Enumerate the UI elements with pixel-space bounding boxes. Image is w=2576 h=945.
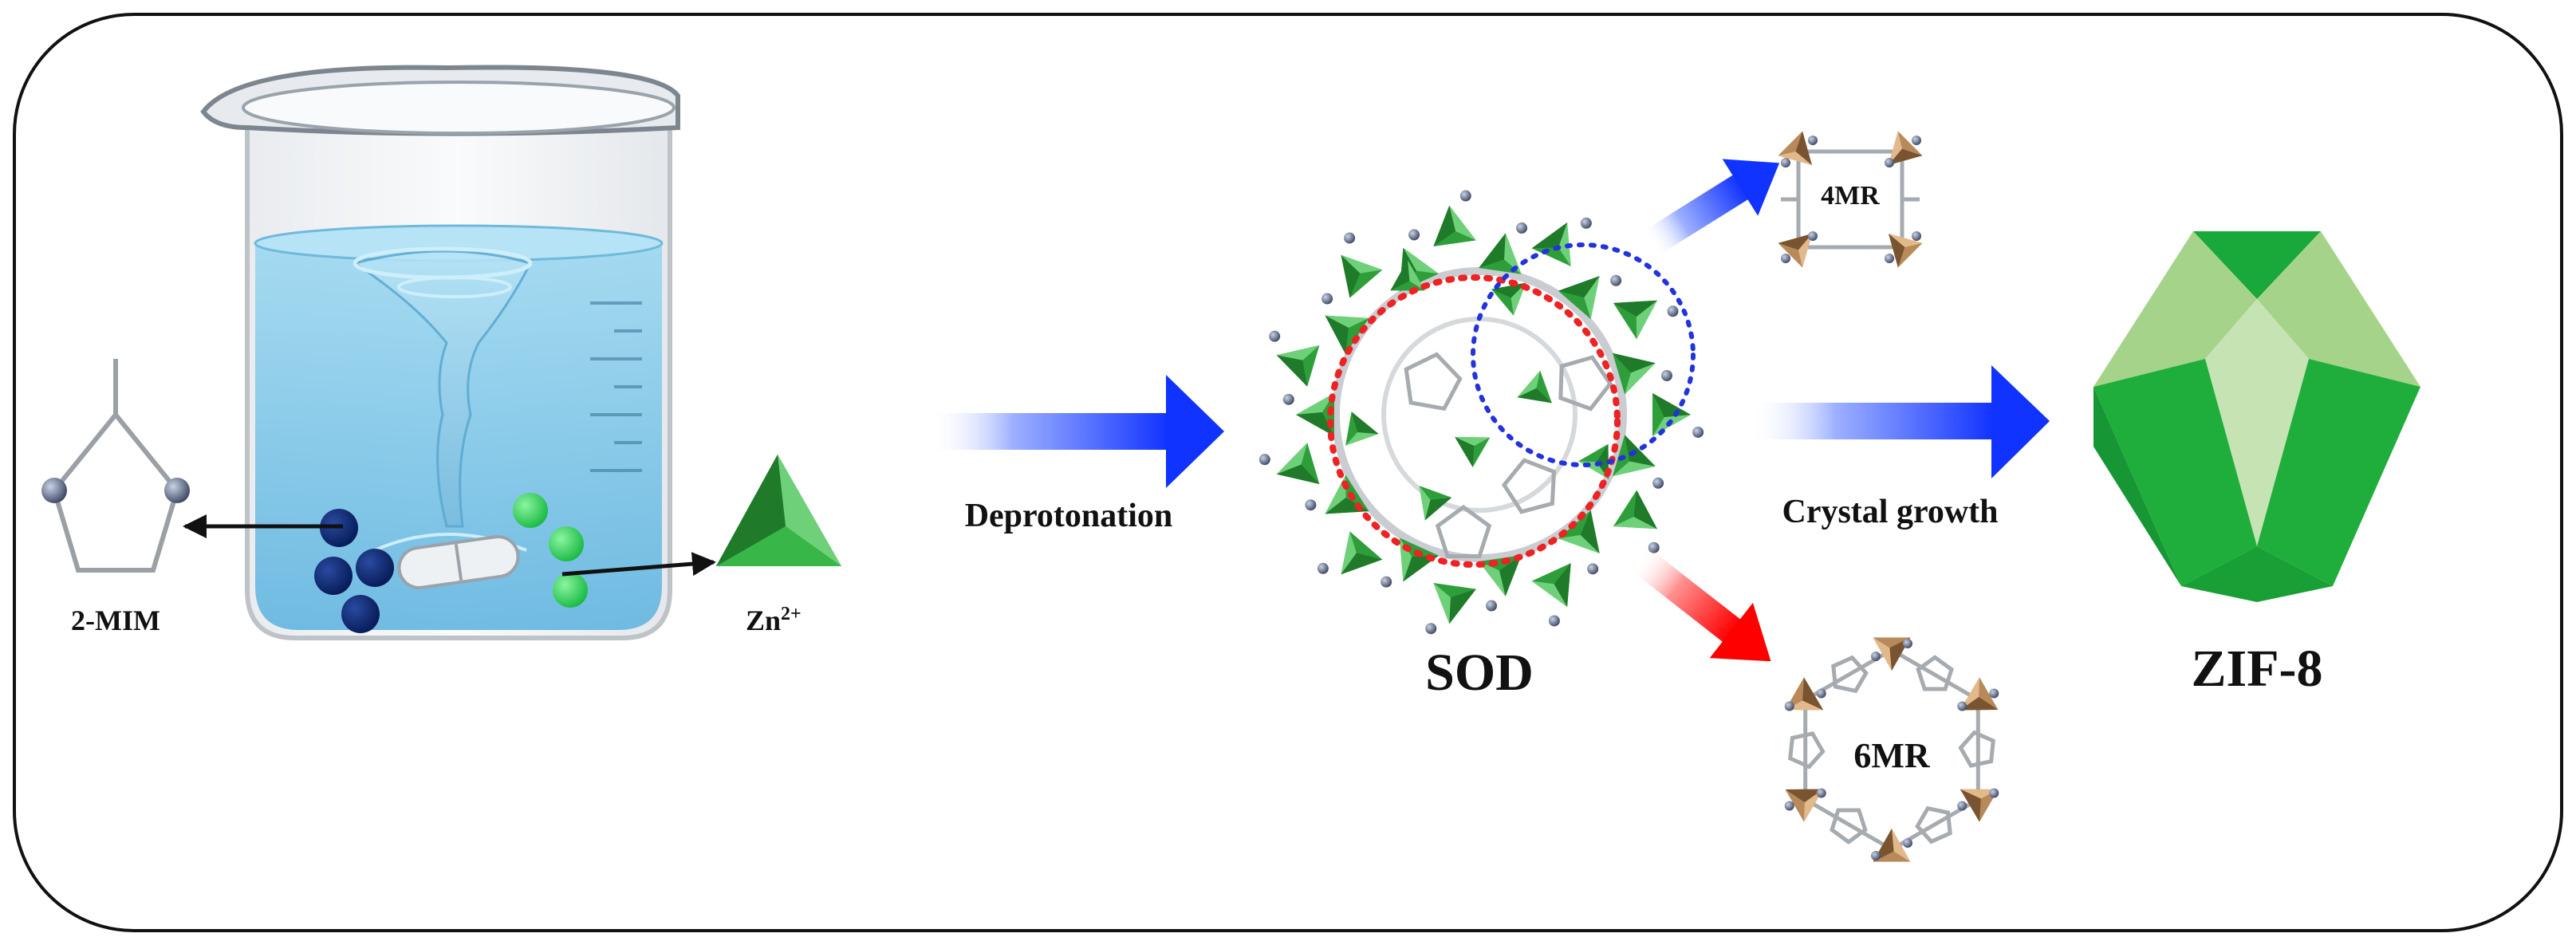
nitrogen-node xyxy=(1903,639,1912,648)
nitrogen-node xyxy=(1871,652,1881,661)
nitrogen-node xyxy=(1321,293,1333,305)
nitrogen-node xyxy=(1784,801,1794,811)
nitrogen-node xyxy=(1660,370,1672,382)
zinc-ions xyxy=(513,493,588,608)
imidazole-ring-icon xyxy=(1435,504,1492,558)
arrow-to-6mr xyxy=(1629,546,1771,662)
zn-tetrahedron xyxy=(1613,300,1657,340)
nitrogen-node xyxy=(1580,217,1592,229)
nitrogen-node xyxy=(1486,600,1498,612)
four-ring-structure xyxy=(1778,131,1923,268)
imidazole-ring-icon xyxy=(1915,805,1952,845)
zn-tetrahedron xyxy=(1558,276,1600,320)
sod-label: SOD xyxy=(1425,644,1534,702)
zinc-label: Zn2+ xyxy=(746,604,802,636)
crystal-growth-arrow xyxy=(1751,365,2050,478)
zn-tetrahedron xyxy=(1296,393,1334,436)
zn-tetrahedron xyxy=(1778,131,1812,165)
zn-tetrahedron xyxy=(1778,234,1812,268)
ligand-label: 2-MIM xyxy=(71,604,160,636)
nitrogen-node xyxy=(1871,851,1881,860)
zn-tetrahedron xyxy=(1960,789,1999,822)
imidazole-ring-icon xyxy=(1958,730,1995,768)
crystal-growth-label: Crystal growth xyxy=(1782,494,1998,530)
nitrogen-node xyxy=(1344,232,1356,244)
nitrogen-node xyxy=(1816,788,1826,798)
zn-tetrahedron xyxy=(1325,315,1369,355)
deprotonation-arrow xyxy=(929,375,1224,488)
nitrogen-node xyxy=(1912,136,1921,145)
nitrogen-node xyxy=(1885,254,1894,263)
nitrogen-node xyxy=(1957,701,1967,711)
nitrogen-node xyxy=(1282,393,1294,405)
zn-tetrahedron xyxy=(1889,234,1923,268)
zn-tetrahedron xyxy=(1341,531,1383,575)
product-label: ZIF-8 xyxy=(2192,640,2323,698)
2-mim-molecules xyxy=(314,509,394,633)
zn-tetrahedron xyxy=(1345,411,1379,446)
nitrogen-node xyxy=(1957,801,1967,811)
nitrogen-node xyxy=(1258,454,1270,466)
zn-tetrahedron xyxy=(1558,510,1600,553)
nitrogen-node xyxy=(1667,305,1679,317)
nitrogen-node xyxy=(1784,701,1794,711)
imidazole-ring-icon xyxy=(1501,458,1557,514)
zn-tetrahedron xyxy=(1491,282,1526,316)
four-ring-highlight xyxy=(1471,242,1696,467)
imidazole-ring-icon xyxy=(1831,655,1869,694)
nitrogen-node xyxy=(1652,477,1664,489)
imidazole-ring-icon xyxy=(1788,731,1826,770)
nitrogen-node xyxy=(1808,136,1818,145)
zn-tetrahedron xyxy=(1341,254,1383,298)
nitrogen-node xyxy=(1516,222,1528,234)
beaker-icon xyxy=(200,65,680,640)
six-ring-highlight xyxy=(1327,274,1621,568)
imidazole-ring-icon xyxy=(1916,655,1954,691)
nitrogen-node xyxy=(1269,330,1281,342)
nitrogen-node xyxy=(1587,563,1599,575)
nitrogen-node xyxy=(1317,562,1329,574)
rhombic-dodecahedron-icon xyxy=(2093,231,2420,602)
nitrogen-node xyxy=(1808,231,1818,241)
nitrogen-node xyxy=(1381,576,1392,588)
nitrogen-node xyxy=(1692,426,1704,438)
nitrogen-node xyxy=(1903,838,1912,848)
nitrogen-node xyxy=(1781,254,1790,263)
stir-bar-icon xyxy=(397,535,520,589)
tetrahedron-icon xyxy=(716,455,841,566)
zn-tetrahedron xyxy=(1889,131,1923,165)
nitrogen-node xyxy=(1305,499,1317,511)
nitrogen-node xyxy=(1885,158,1894,167)
nitrogen-node xyxy=(1781,158,1790,167)
nitrogen-node xyxy=(1408,229,1420,241)
nitrogen-node xyxy=(1459,190,1471,202)
nitrogen-node xyxy=(1989,688,1999,699)
arrow-to-zn xyxy=(561,552,716,577)
nitrogen-node xyxy=(1912,231,1921,241)
zn-tetrahedron xyxy=(1613,490,1657,530)
nitrogen-node xyxy=(1989,788,1999,798)
six-ring-label: 6MR xyxy=(1853,736,1931,775)
arrow-to-4mr xyxy=(1643,159,1780,256)
nitrogen-node xyxy=(1816,688,1826,699)
deprotonation-label: Deprotonation xyxy=(965,498,1173,534)
imidazole-ring-icon xyxy=(1404,352,1463,411)
nitrogen-node xyxy=(1548,615,1560,627)
zn-tetrahedron xyxy=(1785,677,1824,711)
four-ring-label: 4MR xyxy=(1821,181,1880,211)
zn-tetrahedron xyxy=(1455,437,1491,467)
nitrogen-node xyxy=(1425,623,1437,635)
imidazole-ring-icon xyxy=(1558,355,1613,411)
nitrogen-node xyxy=(1610,274,1622,286)
imidazole-ring-icon xyxy=(41,359,190,573)
imidazole-ring-icon xyxy=(1830,808,1868,845)
